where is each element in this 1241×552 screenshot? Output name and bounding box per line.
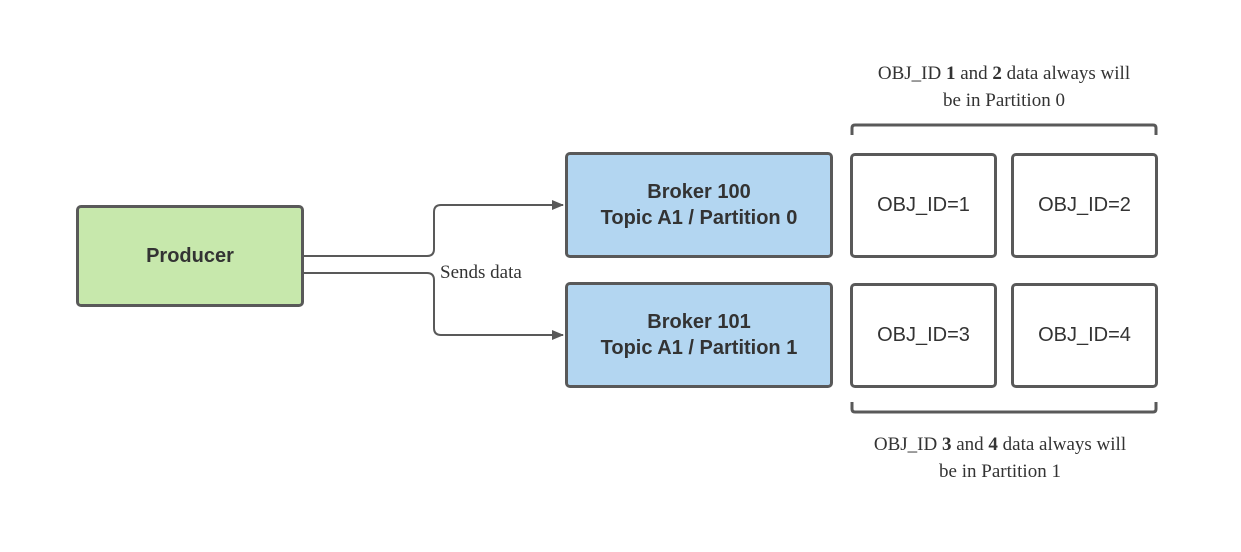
partition-1-note: OBJ_ID 3 and 4 data always will be in Pa… — [836, 431, 1164, 485]
partition-1-note-line2: be in Partition 1 — [939, 461, 1061, 482]
broker-101-title: Broker 101 — [647, 311, 751, 333]
obj-id-3-label: OBJ_ID=3 — [877, 324, 970, 346]
arrow-to-broker-100 — [304, 200, 564, 257]
producer-label: Producer — [146, 245, 234, 267]
note-text: and — [955, 63, 993, 84]
broker-100-title: Broker 100 — [647, 181, 751, 203]
partition-0-note-line2: be in Partition 0 — [943, 90, 1065, 111]
obj-id-2-label: OBJ_ID=2 — [1038, 194, 1131, 216]
partition-0-note-line1: OBJ_ID 1 and 2 data always will — [840, 60, 1168, 87]
top-bracket — [850, 123, 1158, 135]
note-obj-id: 2 — [992, 63, 1002, 84]
sends-data-label: Sends data — [440, 262, 522, 283]
arrow-to-broker-101 — [304, 272, 564, 340]
obj-id-4-box: OBJ_ID=4 — [1011, 283, 1158, 388]
note-text: OBJ_ID — [877, 63, 946, 84]
obj-id-2-box: OBJ_ID=2 — [1011, 153, 1158, 258]
partition-0-note: OBJ_ID 1 and 2 data always will be in Pa… — [840, 60, 1168, 114]
producer-node: Producer — [76, 205, 304, 307]
obj-id-1-box: OBJ_ID=1 — [850, 153, 997, 258]
broker-100-node: Broker 100 Topic A1 / Partition 0 — [565, 152, 833, 258]
note-obj-id: 3 — [941, 434, 952, 455]
broker-100-partition: Topic A1 / Partition 0 — [600, 207, 798, 229]
note-text: OBJ_ID — [873, 434, 942, 455]
obj-id-4-label: OBJ_ID=4 — [1038, 324, 1131, 346]
broker-101-partition: Topic A1 / Partition 1 — [600, 337, 798, 359]
obj-id-3-box: OBJ_ID=3 — [850, 283, 997, 388]
note-obj-id: 1 — [945, 63, 956, 84]
note-obj-id: 4 — [988, 434, 998, 455]
note-text: data always will — [1001, 63, 1131, 84]
note-text: and — [951, 434, 989, 455]
note-text: data always will — [997, 434, 1127, 455]
bottom-bracket — [850, 402, 1158, 414]
broker-101-node: Broker 101 Topic A1 / Partition 1 — [565, 282, 833, 388]
partition-1-note-line1: OBJ_ID 3 and 4 data always will — [836, 431, 1164, 458]
obj-id-1-label: OBJ_ID=1 — [877, 194, 970, 216]
